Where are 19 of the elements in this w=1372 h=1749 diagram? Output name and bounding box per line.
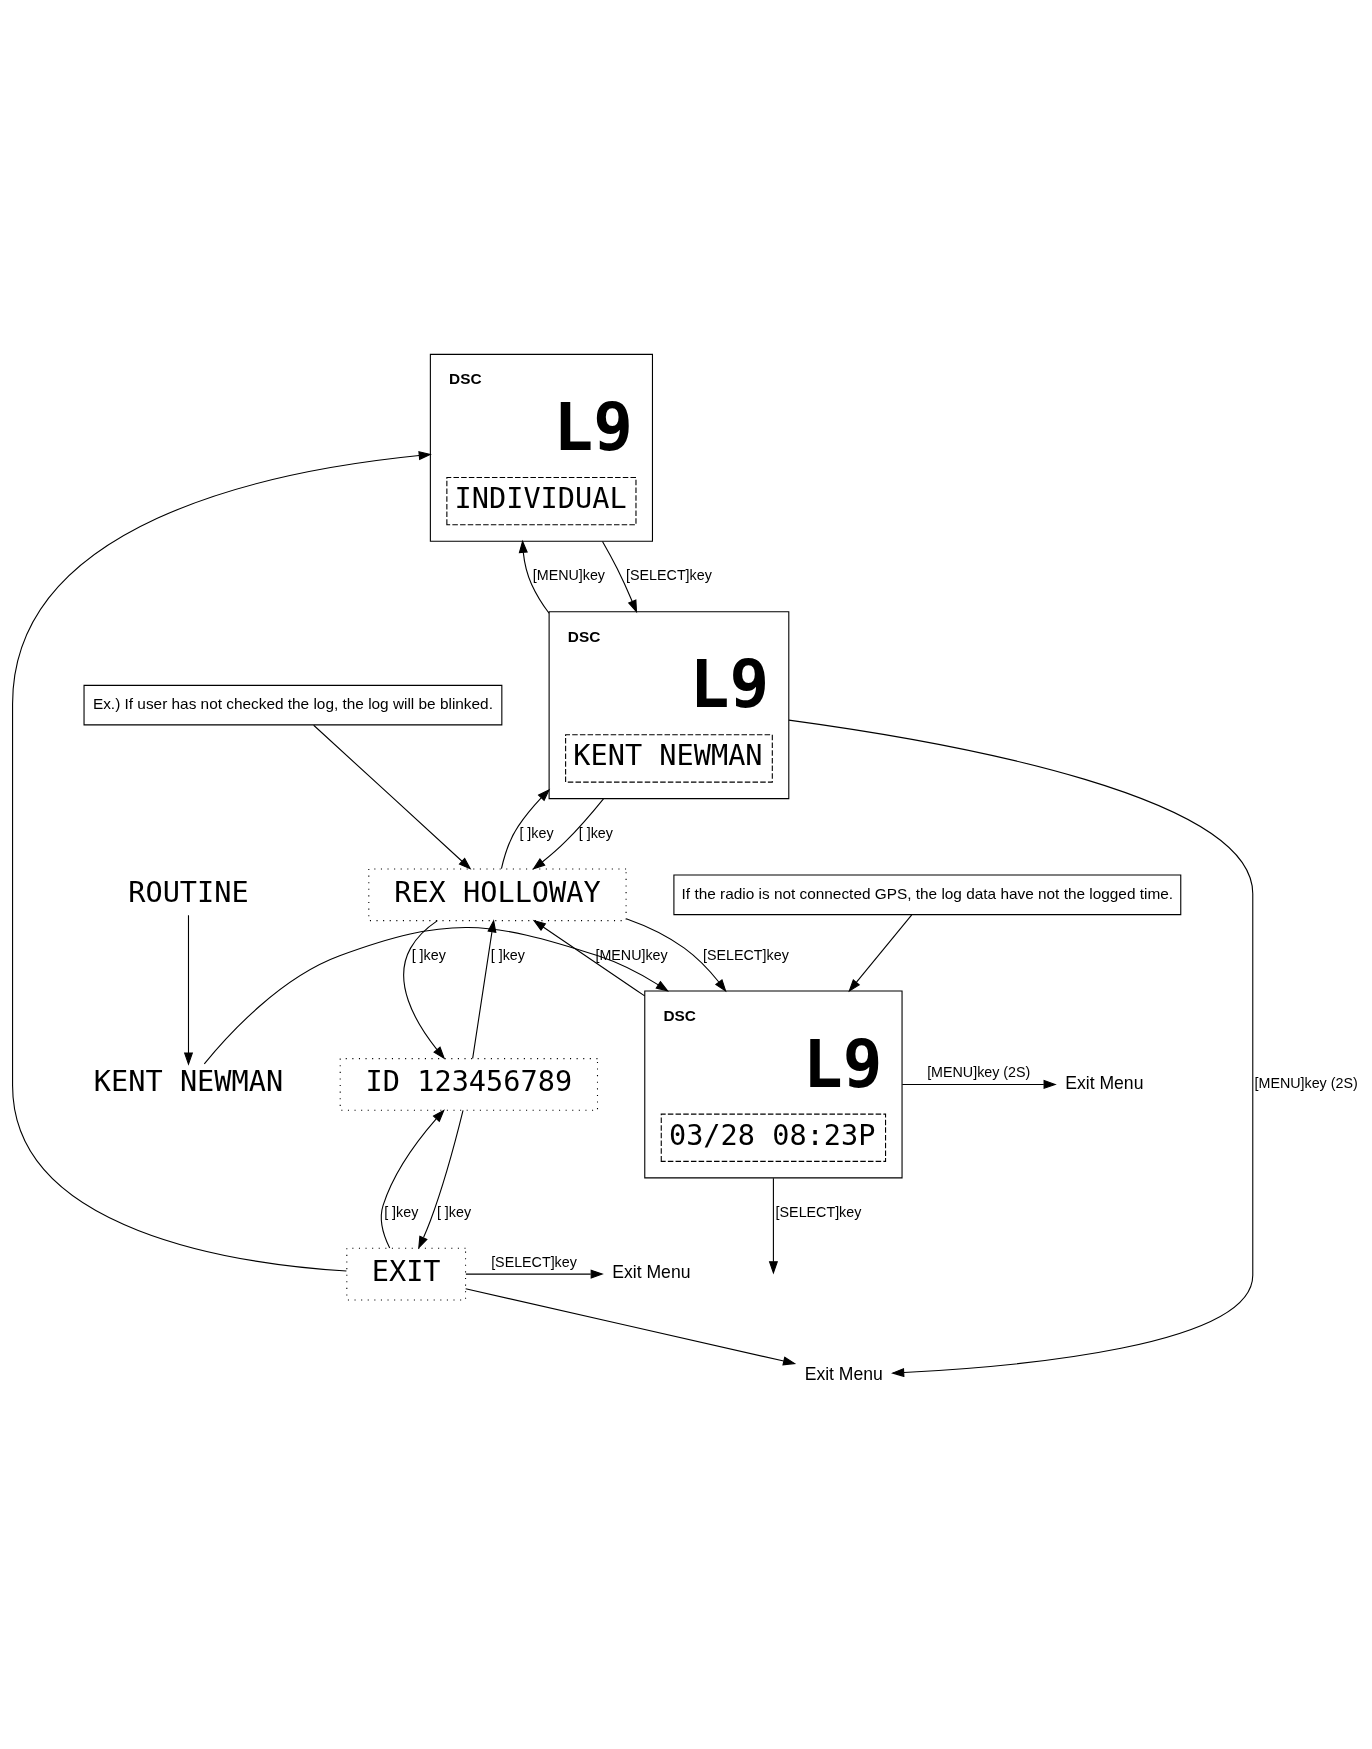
edge-label: [SELECT]key <box>626 566 712 583</box>
edge-label: [ ]key <box>519 824 554 841</box>
node-text: Exit Menu <box>612 1261 691 1282</box>
edge-label: [SELECT]key <box>491 1253 577 1270</box>
node-text: ROUTINE <box>128 874 249 909</box>
edge-label: [MENU]key (2S) <box>1254 1074 1358 1091</box>
edge-label: [ ]key <box>490 946 525 963</box>
edge-label: [MENU]key <box>595 946 668 963</box>
node-text: Exit Menu <box>1065 1072 1144 1093</box>
edge-label: [MENU]key <box>532 566 606 583</box>
edge-label: [MENU]key (2S) <box>927 1063 1031 1080</box>
edge-label: [SELECT]key <box>703 946 789 963</box>
node-text: Exit Menu <box>804 1363 883 1384</box>
edge-label: [ ]key <box>578 824 613 841</box>
edge-label: [ ]key <box>436 1203 472 1220</box>
edge-label: [ ]key <box>384 1203 419 1220</box>
edge-label: [ ]key <box>411 946 446 963</box>
edge-label: [SELECT]key <box>775 1203 862 1220</box>
node-text: KENT NEWMAN <box>93 1063 284 1098</box>
